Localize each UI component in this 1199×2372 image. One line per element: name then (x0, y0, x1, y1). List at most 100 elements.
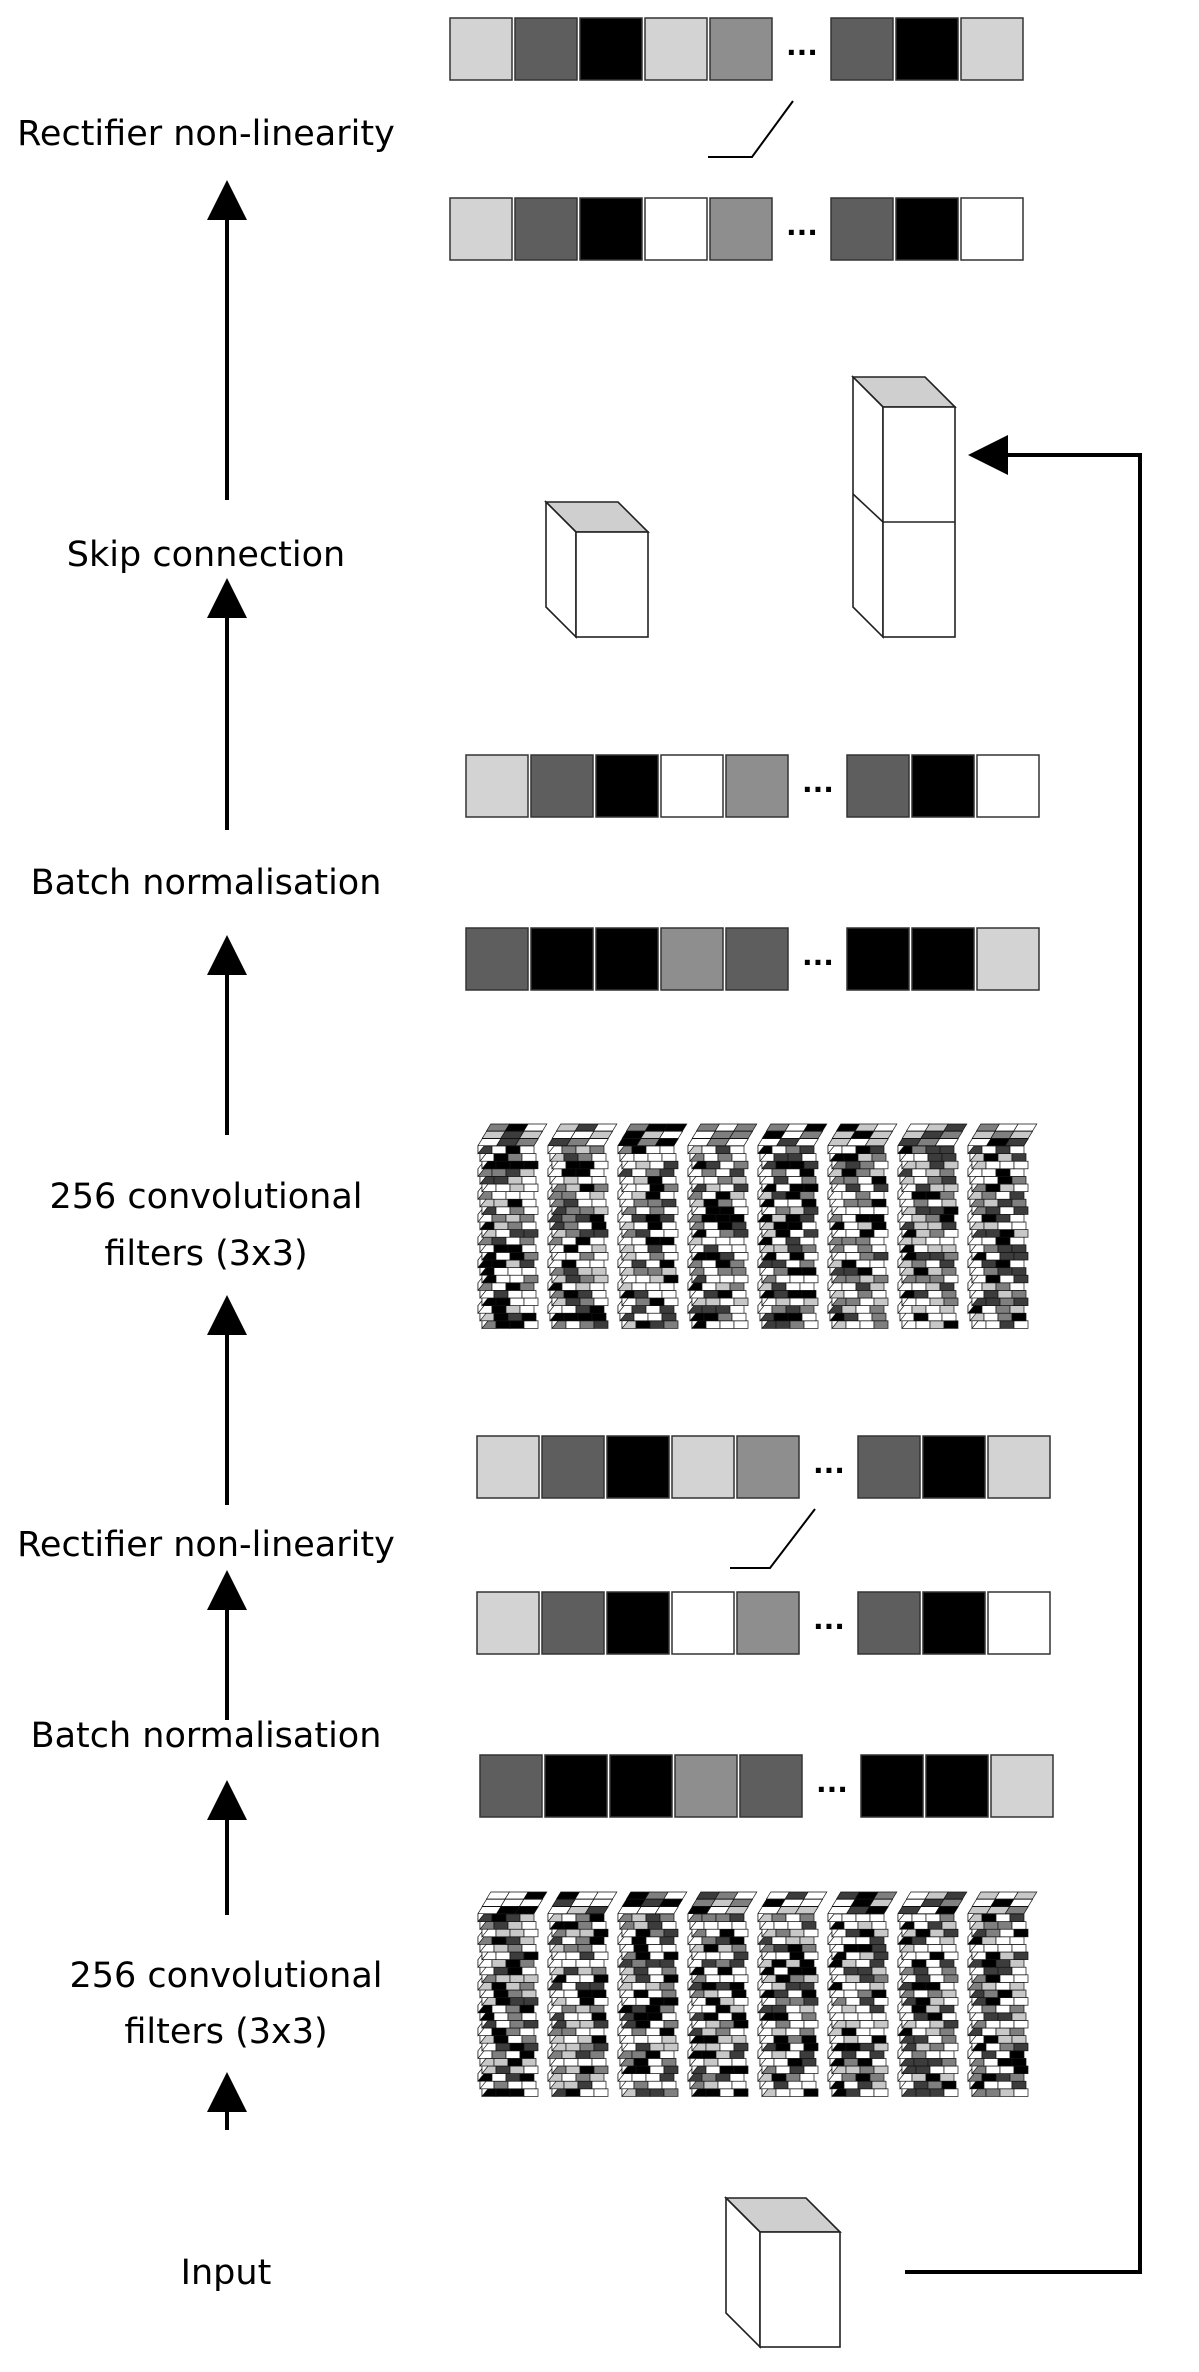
filter-layer-cell (915, 1320, 931, 1329)
filter-layer-cell (715, 1259, 731, 1268)
filter-layer-cell (593, 2088, 609, 2097)
filter-layer-cell (915, 1274, 931, 1284)
filter-layer-cell (871, 2058, 887, 2067)
filter-layer-cell (789, 1997, 805, 2006)
filter-layer-cell (729, 1959, 745, 1968)
filter-layer-cell (649, 2065, 665, 2074)
filter-layer-cell (943, 2065, 959, 2074)
ellipsis-text: ... (813, 1603, 845, 1636)
filter-layer-cell (997, 1312, 1013, 1322)
filter-layer-cell (659, 1982, 675, 1991)
filter-layer-cell (859, 1320, 875, 1329)
filter-layer-cell (1013, 1274, 1029, 1284)
filter-layer-cell (493, 1312, 509, 1322)
filter-layer-cell (523, 1183, 539, 1192)
filter-layer-cell (925, 2027, 941, 2036)
feature-square (736, 1591, 800, 1655)
filter-layer-cell (589, 2073, 605, 2082)
filter-layer-cell (565, 1274, 581, 1284)
filter-layer-cell (999, 1274, 1015, 1284)
filter-layer-cell (995, 1236, 1011, 1246)
filter-top-cell (584, 1906, 609, 1915)
filter-layer-cell (729, 2050, 745, 2059)
filter-layer-cell (729, 1191, 745, 1200)
filter-layer-cell (775, 1320, 791, 1329)
filter-layer-cell (913, 1921, 929, 1930)
filter-layer-cell (519, 2050, 535, 2059)
filter-layer-cell (647, 1921, 663, 1930)
filter-layer-cell (803, 1320, 819, 1329)
filter-layer-cell (981, 1168, 997, 1177)
filter-layer-cell (491, 1191, 507, 1200)
filter-layer-cell (703, 1244, 719, 1253)
filter-layer-cell (915, 1160, 931, 1170)
filter-layer-cell (577, 1221, 593, 1230)
label-batchnorm-bottom: Batch normalisation (30, 1716, 382, 1756)
filter-layer-cell (869, 2073, 885, 2082)
filter-layer-cell (661, 1966, 677, 1976)
filter-layer-cell (563, 1198, 579, 1208)
filter-layer-cell (705, 2020, 721, 2029)
filter-layer-cell (717, 1290, 733, 1299)
filter-layer-cell (927, 2058, 943, 2067)
filter-layer-cell (855, 1236, 871, 1246)
filter-layer-cell (915, 2042, 931, 2052)
filter-layer-cell (871, 1221, 887, 1230)
filter-layer-cell (495, 1928, 511, 1938)
filter-layer-cell (563, 2080, 579, 2090)
feature-square (530, 754, 594, 818)
filter-layer-cell (717, 1966, 733, 1976)
filter-layer-cell (491, 1282, 507, 1291)
filter-layer-cell (579, 1928, 595, 1938)
filter-layer-cell (857, 1966, 873, 1976)
filter-layer-cell (521, 1290, 537, 1299)
filter-layer-cell (635, 1997, 651, 2006)
filter-layer-cell (995, 2050, 1011, 2059)
filter-layer-cell (631, 1959, 647, 1968)
filter-top-cell (724, 1138, 749, 1147)
filter-layer-cell (579, 2020, 595, 2029)
filter-layer-cell (565, 1160, 581, 1170)
filter-layer-cell (519, 1913, 535, 1922)
filter-top-cell (1008, 1130, 1034, 1139)
filter-layer-cell (859, 1928, 875, 1938)
filter-layer-cell (733, 1997, 749, 2006)
ellipsis-text: ... (786, 29, 818, 62)
filter-layer-cell (649, 1206, 665, 1215)
filter-layer-cell (913, 1944, 929, 1953)
filter-layer-cell (801, 1921, 817, 1930)
filter-layer-cell (715, 2050, 731, 2059)
filter-layer-cell (771, 1168, 787, 1177)
filter-layer-cell (495, 1297, 511, 1306)
feature-square (671, 1435, 735, 1499)
filter-layer-cell (773, 2080, 789, 2090)
filter-layer-cell (731, 2035, 747, 2044)
filter-layer-cell (579, 1974, 595, 1983)
ellipsis-text: ... (802, 766, 834, 799)
filter-layer-cell (785, 1282, 801, 1291)
filter-top-cell (514, 1138, 539, 1147)
filter-layer-cell (633, 2035, 649, 2044)
filter-layer-cell (579, 2065, 595, 2074)
filter-layer-cell (943, 1997, 959, 2006)
filter-layer-cell (645, 1959, 661, 1968)
filter-layer-cell (787, 1221, 803, 1230)
filter-layer-cell (869, 1145, 885, 1154)
filter-layer-cell (731, 1198, 747, 1208)
filter-stack (547, 1891, 618, 2098)
filter-layer-cell (577, 1290, 593, 1299)
filter-layer-cell (577, 1244, 593, 1253)
filter-layer-cell (913, 1267, 929, 1276)
filter-layer-cell (873, 1183, 889, 1192)
feature-square (960, 17, 1024, 81)
filter-top-cell (663, 1123, 688, 1132)
filter-layer-cell (869, 1168, 885, 1177)
filter-layer-cell (701, 1259, 717, 1268)
filter-layer-cell (563, 1921, 579, 1930)
filter-layer-cell (785, 1191, 801, 1200)
filter-layer-cell (913, 2080, 929, 2090)
filter-layer-cell (941, 1989, 957, 1998)
filter-top-cell (1013, 1891, 1038, 1900)
filter-layer-cell (591, 1244, 607, 1253)
filter-layer-cell (1013, 1252, 1029, 1261)
